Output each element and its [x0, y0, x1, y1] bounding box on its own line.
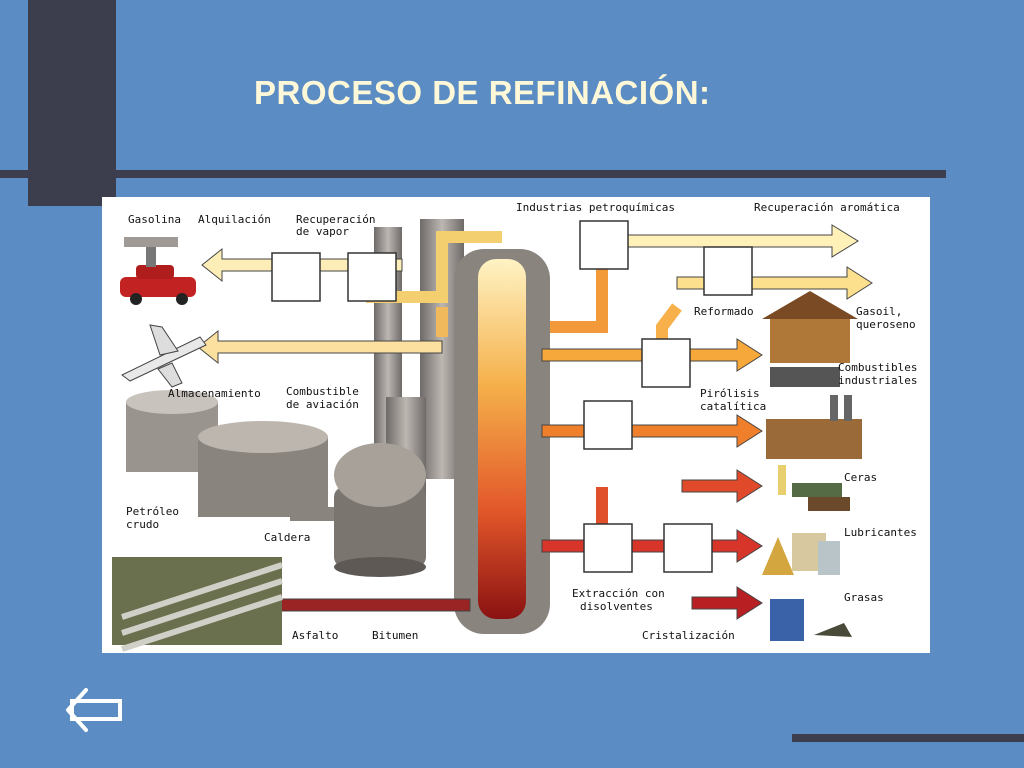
- label-gasoil-1: Gasoil,: [856, 305, 902, 318]
- label-ceras: Ceras: [844, 471, 877, 484]
- label-recuperacion-vapor-2: de vapor: [296, 225, 349, 238]
- label-alquilacion: Alquilación: [198, 213, 271, 226]
- process-boxes: [271, 220, 753, 573]
- decorative-line-bottom: [792, 734, 1024, 742]
- storage-tanks: [126, 390, 328, 517]
- label-almacenamiento: Almacenamiento: [168, 387, 261, 400]
- label-extraccion-2: disolventes: [580, 600, 653, 613]
- label-asfalto: Asfalto: [292, 629, 338, 642]
- pipe-aromatic: [601, 224, 859, 258]
- label-industrias: Industrias petroquímicas: [516, 201, 675, 214]
- label-combustible-aviacion-2: de aviación: [286, 398, 359, 411]
- house-icon: [762, 291, 858, 387]
- label-gasolina: Gasolina: [128, 213, 181, 226]
- label-caldera: Caldera: [264, 531, 310, 544]
- label-combustible-aviacion-1: Combustible: [286, 385, 359, 398]
- slide-title: PROCESO DE REFINACIÓN:: [254, 74, 711, 111]
- label-combustibles-ind-1: Combustibles: [838, 361, 917, 374]
- highway-icon: [112, 557, 283, 652]
- arrow-aviation: [197, 329, 443, 365]
- label-recuperacion-vapor-1: Recuperación: [296, 213, 375, 226]
- decorative-line-top: [0, 170, 946, 178]
- label-combustibles-ind-2: industriales: [838, 374, 917, 387]
- lubricant-cans-icon: [762, 533, 840, 575]
- label-pirolisis-1: Pirólisis: [700, 387, 760, 400]
- back-arrow-button[interactable]: [62, 684, 126, 736]
- label-petroleo-2: crudo: [126, 518, 159, 531]
- label-bitumen: Bitumen: [372, 629, 418, 642]
- pipe-ceras: [681, 469, 763, 503]
- pipe-grasas: [691, 586, 763, 620]
- label-extraccion-1: Extracción con: [572, 587, 665, 600]
- diagram-labels: Gasolina Alquilación Recuperación de vap…: [126, 201, 917, 642]
- label-gasoil-2: queroseno: [856, 318, 916, 331]
- label-reformado: Reformado: [694, 305, 754, 318]
- refinery-diagram: Gasolina Alquilación Recuperación de vap…: [102, 197, 930, 653]
- label-cristalizacion: Cristalización: [642, 629, 735, 642]
- boiler: [290, 443, 426, 577]
- grease-bucket-icon: [770, 599, 852, 641]
- label-pirolisis-2: catalítica: [700, 400, 766, 413]
- label-grasas: Grasas: [844, 591, 884, 604]
- car-icon: [120, 237, 196, 305]
- label-lubricantes: Lubricantes: [844, 526, 917, 539]
- pipe-industrial: [541, 414, 763, 448]
- airplane-icon: [121, 324, 207, 388]
- distillation-column: [454, 249, 550, 634]
- pipe-lubricantes: [541, 529, 763, 563]
- label-recuperacion-aromatica: Recuperación aromática: [754, 201, 900, 214]
- factory-icon: [766, 395, 862, 459]
- label-petroleo-1: Petróleo: [126, 505, 179, 518]
- candle-icon: [778, 465, 850, 511]
- back-arrow-icon: [66, 688, 122, 732]
